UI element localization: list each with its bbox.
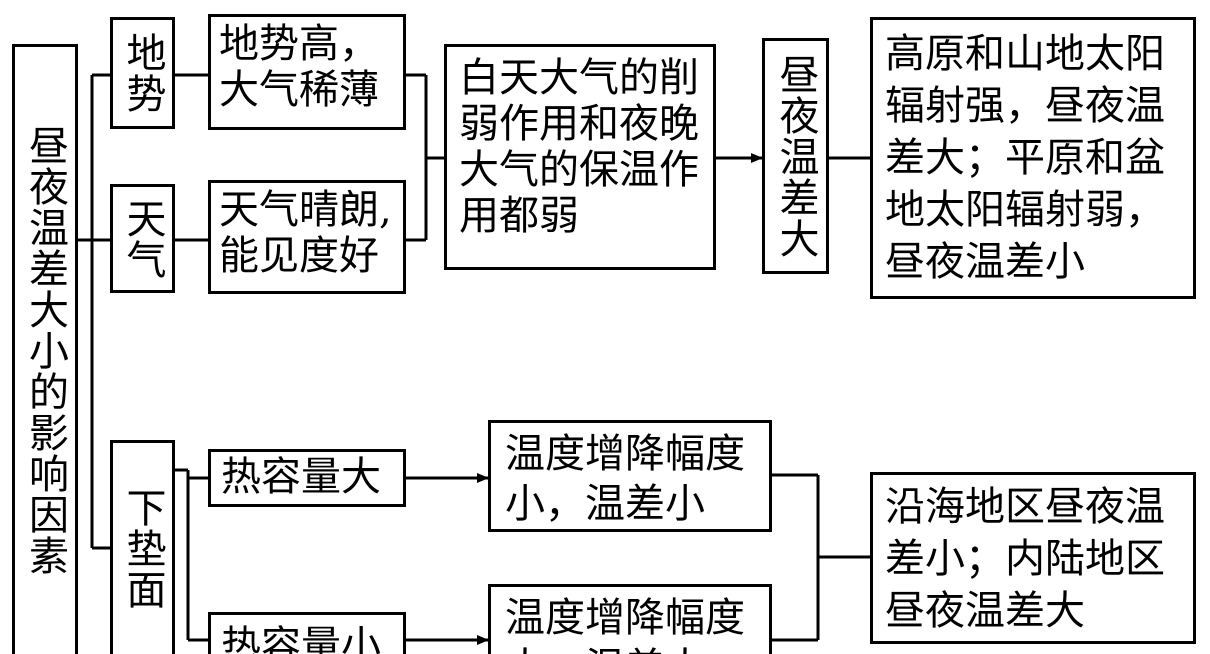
atmosphere-effect-box: 白天大气的削弱作用和夜晚大气的保温作用都弱 [444, 44, 716, 270]
coast-conclusion-box: 沿海地区昼夜温差小；内陆地区昼夜温差大 [870, 472, 1196, 644]
plateau-conclusion-box: 高原和山地太阳辐射强，昼夜温差大；平原和盆地太阳辐射弱，昼夜温差小 [870, 17, 1196, 299]
factor-terrain-box: 地势 [110, 17, 175, 129]
root-box: 昼夜温差大小的影响因素 [12, 44, 78, 654]
temp-change-small-box: 温度增降幅度小，温差小 [488, 420, 772, 532]
temp-change-large-box: 温度增降幅度大，温差大 [488, 584, 772, 654]
result-box: 昼夜温差大 [762, 38, 829, 274]
heat-capacity-small-box: 热容量小 [208, 612, 406, 654]
heat-capacity-large-box: 热容量大 [208, 449, 406, 507]
terrain-cause-box: 地势高，大气稀薄 [208, 14, 406, 130]
factor-surface-box: 下垫面 [110, 440, 175, 654]
weather-cause-box: 天气晴朗,能见度好 [208, 180, 406, 294]
factor-weather-box: 天气 [110, 184, 175, 293]
